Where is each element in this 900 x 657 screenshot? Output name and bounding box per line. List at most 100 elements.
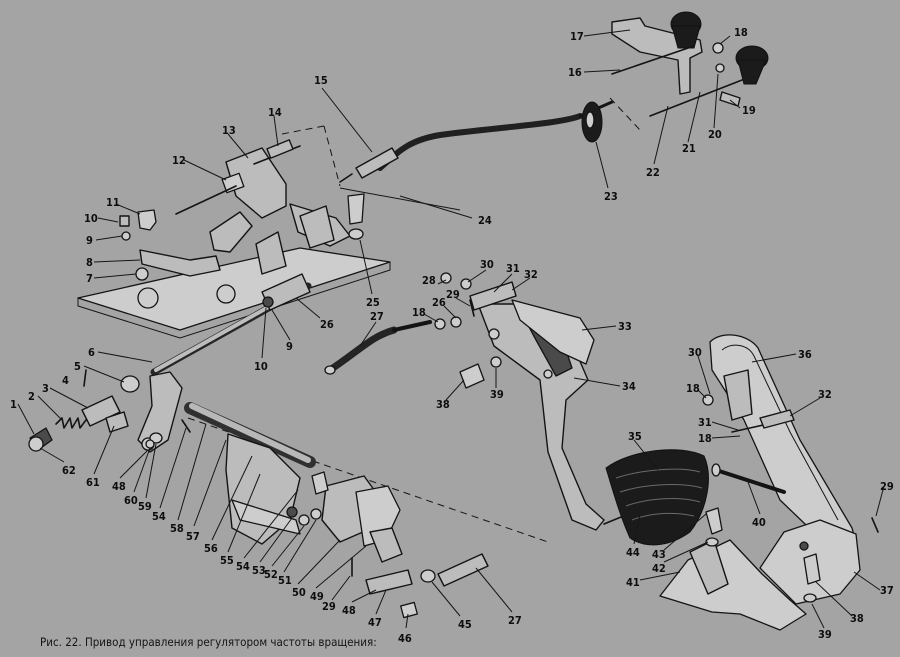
leader-19 — [729, 99, 741, 109]
callout-48-left: 48 — [112, 480, 126, 493]
nut-61 — [105, 411, 129, 433]
nut-18 — [712, 42, 724, 54]
callout-57: 57 — [186, 530, 200, 543]
lower-bracket-group — [145, 402, 489, 619]
washer-9-top — [121, 231, 131, 241]
callout-54-left: 54 — [152, 510, 166, 523]
hand-lever-bracket-group — [609, 11, 769, 131]
leader-9-mid — [271, 309, 291, 341]
washer-42 — [705, 537, 719, 547]
bolt-24 — [347, 193, 365, 225]
leader-24 — [399, 195, 473, 219]
callout-46: 46 — [398, 632, 412, 645]
bolt-11 — [137, 209, 157, 231]
leader-9-top — [95, 235, 123, 241]
callout-15: 15 — [314, 74, 328, 87]
callout-40: 40 — [752, 516, 766, 529]
leader-8 — [93, 259, 141, 263]
callout-13: 13 — [222, 124, 236, 137]
throttle-cable-group — [339, 100, 614, 183]
callout-54-mid: 54 — [236, 560, 250, 573]
leader-25 — [359, 239, 373, 295]
leader-10-top — [97, 217, 119, 223]
spring-2 — [55, 417, 87, 429]
clamp-bolt-10 — [262, 296, 274, 308]
leader-56 — [211, 455, 253, 541]
callout-62: 62 — [62, 464, 76, 477]
leader-38-right — [815, 581, 853, 617]
leader-38-mid — [445, 379, 465, 401]
callout-42: 42 — [652, 562, 666, 575]
callout-51: 51 — [278, 574, 292, 587]
callout-24: 24 — [478, 214, 492, 227]
rod-27-lower — [437, 553, 489, 587]
callout-47: 47 — [368, 616, 382, 629]
plate-bolt-head — [137, 287, 159, 309]
figure-caption: Рис. 22. Привод управления регулятором ч… — [40, 635, 377, 649]
pin-4 — [83, 369, 87, 387]
callout-9-top: 9 — [86, 234, 93, 247]
callout-7: 7 — [86, 272, 93, 285]
clevis-14 — [266, 139, 294, 159]
clevis-31-mid — [469, 281, 517, 311]
callout-23: 23 — [604, 190, 618, 203]
shaft-lever-48 — [137, 371, 183, 453]
leader-29-mid — [455, 297, 471, 307]
lever-upper — [209, 211, 253, 253]
leader-21 — [687, 91, 701, 143]
lever-rod-16 — [611, 45, 695, 75]
callout-6: 6 — [88, 346, 95, 359]
clevis-47 — [365, 569, 413, 595]
lever-48-lower — [369, 527, 403, 563]
callout-43: 43 — [652, 548, 666, 561]
pedal-lever-group — [324, 272, 639, 531]
callout-33: 33 — [618, 320, 632, 333]
callout-32-mid: 32 — [524, 268, 538, 281]
leader-62 — [39, 447, 65, 463]
callout-20: 20 — [708, 128, 722, 141]
callout-17: 17 — [570, 30, 584, 43]
leader-47 — [375, 589, 387, 615]
leader-50 — [297, 539, 341, 585]
washer-39-right — [803, 593, 817, 603]
leader-32-right — [789, 397, 821, 417]
clevis-32-right — [759, 409, 795, 429]
callout-30-right: 30 — [688, 346, 702, 359]
callout-49: 49 — [310, 590, 324, 603]
callout-14: 14 — [268, 106, 282, 119]
leader-23 — [595, 141, 609, 189]
leader-37 — [853, 571, 881, 591]
callout-39-mid: 39 — [490, 388, 504, 401]
callout-27-lower: 27 — [508, 614, 522, 627]
cap-62 — [28, 436, 44, 452]
leader-36 — [751, 353, 797, 363]
leader-18-top — [719, 35, 731, 45]
nut-18-mid — [434, 318, 446, 330]
callout-1: 1 — [10, 398, 17, 411]
leader-29-right — [875, 485, 885, 517]
callout-52: 52 — [264, 568, 278, 581]
leader-17 — [583, 29, 631, 37]
rod-12 — [175, 185, 237, 215]
callout-50: 50 — [292, 586, 306, 599]
callout-36: 36 — [798, 348, 812, 361]
grommet-face — [585, 111, 595, 129]
leader-30-mid — [467, 269, 487, 283]
link-dash-24 — [339, 187, 461, 211]
rod-27-upper — [326, 326, 398, 374]
bolt-10-top — [119, 215, 130, 227]
bolt-38 — [459, 363, 485, 389]
leader-18-right — [697, 389, 707, 399]
callout-9-mid: 9 — [286, 340, 293, 353]
tube-3 — [81, 395, 121, 427]
bolt-46 — [400, 601, 418, 619]
callout-18-right: 18 — [686, 382, 700, 395]
lever-bracket-13 — [225, 147, 287, 219]
callout-4: 4 — [62, 374, 69, 387]
boot-35 — [605, 449, 709, 546]
plate-nut — [216, 284, 236, 304]
callout-22: 22 — [646, 166, 660, 179]
callout-28: 28 — [422, 274, 436, 287]
floor-pedal-group — [605, 334, 879, 631]
